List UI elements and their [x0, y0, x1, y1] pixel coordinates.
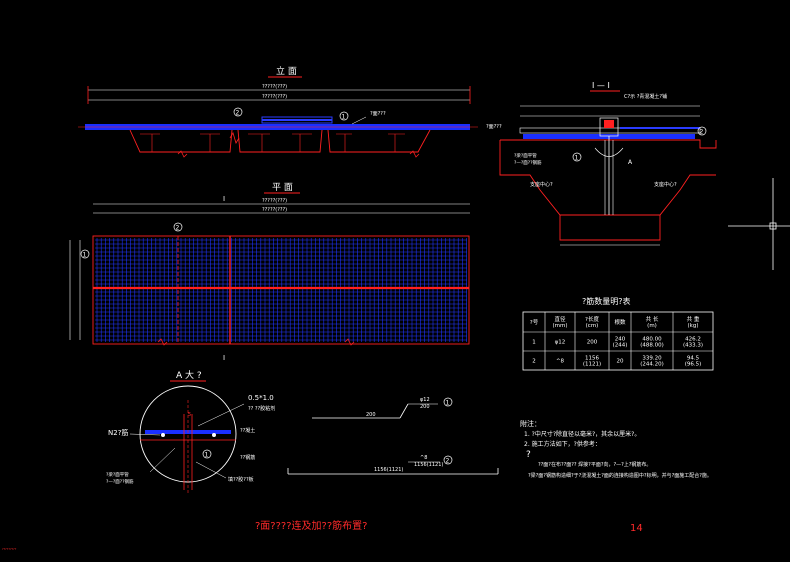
table-header-cell: 共 重	[687, 315, 700, 323]
table-cell: (244.20)	[640, 361, 664, 367]
table-header-cell: (m)	[647, 323, 657, 329]
plan-callout-1: 1	[83, 252, 87, 259]
section-label-pipe2: ?—?面??钢筋	[514, 159, 542, 166]
detail-label-rebar: ??钢筋	[240, 454, 255, 461]
detail-label-n2: N2?筋	[108, 428, 128, 437]
section-note: C?示 ?青混凝土?铺	[624, 93, 667, 100]
table-cell: (1121)	[583, 361, 601, 367]
notes-mark: ?	[526, 450, 531, 460]
plan-marker-top: I	[223, 195, 225, 203]
bar2-spec1: ^8	[420, 455, 427, 461]
table-header-cell: ?长度	[585, 315, 599, 323]
elevation-dim-top2: ?????(???)	[262, 94, 287, 100]
table-header-cell: (cm)	[586, 323, 599, 329]
notes-line-2: 2. 施工方法如下，?供参考：	[524, 440, 601, 448]
notes-line-4: ?梁?面?钢筋构造细?于?浇混凝土?面的连接构造图中?标明，并与?面施工配合?施…	[528, 472, 712, 479]
notes-line-3: ??面?在布??面?? 焊接?平面?向，?—?上?钢筋布。	[538, 461, 651, 468]
table-cell: 94.5	[687, 355, 700, 361]
detail-a-view: A 大 ? 5 0.5*1.0 ?? ??胶粘剂 N2?筋 ??凝土 ??钢筋 …	[106, 369, 275, 494]
elevation-view: 立 面 ?????(???) ?????(???) 2 1 ?面???	[78, 65, 478, 158]
bar2-spec2: 1156(1121)	[414, 462, 443, 468]
elevation-callout-2: 2	[236, 110, 240, 117]
section-label-a: A	[628, 159, 633, 166]
table-cell: 20	[617, 358, 624, 364]
detail-callout-1: 1	[205, 452, 209, 459]
bar1-spec2: 200	[420, 404, 430, 410]
crosshair-cursor-icon	[728, 178, 790, 270]
detail-title: A 大 ?	[176, 369, 202, 381]
notes-heading: 附注：	[520, 419, 541, 428]
table-header-cell: (mm)	[552, 323, 567, 329]
table-cell: 1156	[585, 355, 599, 361]
page-number: 14	[630, 523, 643, 534]
table-cell: φ12	[555, 339, 566, 345]
bar1-callout: 1	[446, 400, 450, 407]
table-cell: (244)	[613, 342, 628, 348]
table-cell: 480.00	[642, 336, 662, 342]
rebar-quantity-table: ?筋数量明?表 ?号 直径(mm) ?长度(cm) 根数 共 长(m) 共 重(kg) 1 φ…	[522, 296, 714, 371]
bar-shape-details: 200 φ12 200 1 1156(1121) ^8 1156(1121) 2	[287, 397, 499, 475]
plan-dim-top2: ?????(???)	[262, 207, 287, 213]
table-title: ?筋数量明?表	[582, 296, 631, 306]
plan-title: 平 面	[272, 182, 293, 193]
table-header-cell: ?号	[530, 319, 539, 326]
bar1-length: 200	[366, 412, 376, 418]
detail-label-sub: ?? ??胶粘剂	[248, 405, 275, 412]
detail-label-b1: 填??胶??板	[228, 476, 254, 483]
plan-dim-top1: ?????(???)	[262, 198, 287, 204]
section-view: I — I C?示 ?青混凝土?铺 ?面??? 2 1 A ?梁?面平管 ?—?…	[486, 81, 717, 246]
table-cell: 426.2	[685, 336, 701, 342]
detail-label-l2: ?—?面??钢筋	[106, 478, 134, 485]
table-cell: 339.20	[642, 355, 662, 361]
section-title: I — I	[592, 81, 610, 90]
elevation-callout-1: 1	[342, 114, 346, 121]
bar2-callout: 2	[446, 458, 450, 465]
table-cell: 240	[615, 336, 626, 342]
table-cell: ^8	[556, 358, 565, 364]
table-cell: 1	[532, 339, 536, 345]
table-cell: 200	[587, 339, 598, 345]
section-center-right: 支座中心?	[654, 181, 677, 188]
drawing-title: ?面????连及加??筋布置?	[255, 519, 367, 532]
section-center-left: 支座中心?	[530, 181, 553, 188]
bar2-length: 1156(1121)	[374, 467, 403, 473]
section-label-pipe1: ?梁?面平管	[514, 152, 537, 159]
table-cell: (488.00)	[640, 342, 664, 348]
section-callout-1: 1	[575, 155, 579, 162]
table-cell: 2	[532, 358, 536, 364]
elevation-label-bar: ?面???	[370, 111, 386, 117]
notes-line-1: 1. ?中尺寸?除直径以毫米?，其余以厘米?。	[524, 430, 640, 438]
plan-rebar-mesh	[95, 238, 467, 342]
bar1-spec1: φ12	[420, 397, 430, 403]
section-left-label: ?面???	[486, 124, 502, 130]
footer-tiny-label: ?????????	[2, 547, 17, 551]
detail-label-l1: ?梁?面平管	[106, 471, 129, 478]
table-header-cell: (kg)	[688, 323, 699, 329]
elevation-dim-top1: ?????(???)	[262, 84, 287, 90]
table-header-cell: 直径	[554, 315, 566, 323]
table-header-cell: 共 长	[646, 315, 659, 323]
plan-view: 平 面 ?????(???) ?????(???) I I 1 2	[69, 182, 470, 362]
plan-marker-bottom: I	[223, 354, 225, 362]
section-callout-2: 2	[700, 129, 704, 136]
elevation-title: 立 面	[276, 65, 297, 77]
detail-dim-small: 5	[188, 412, 191, 418]
table-header-cell: 根数	[614, 318, 626, 326]
table-cell: (433.3)	[683, 342, 703, 348]
detail-label-conc: ??凝土	[240, 427, 255, 434]
detail-label-05: 0.5*1.0	[248, 394, 274, 402]
plan-callout-2: 2	[176, 225, 180, 232]
table-cell: (96.5)	[685, 361, 702, 367]
notes-block: 附注： 1. ?中尺寸?除直径以毫米?，其余以厘米?。 2. 施工方法如下，?供…	[520, 419, 712, 479]
